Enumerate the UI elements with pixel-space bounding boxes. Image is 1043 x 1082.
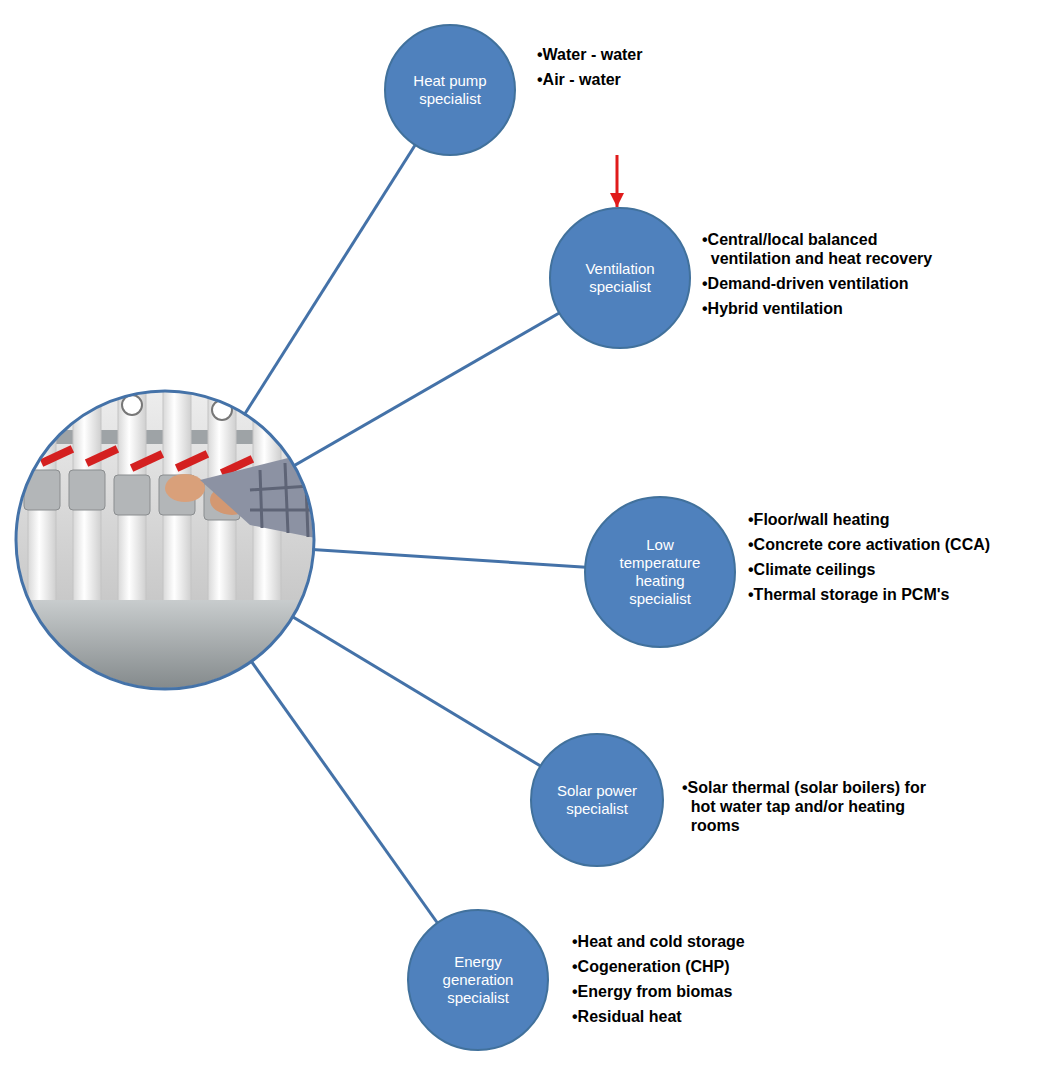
bullet-item: •Hybrid ventilation (702, 299, 947, 318)
bullet-item: •Residual heat (572, 1007, 832, 1026)
valve-handle (175, 450, 209, 472)
specialist-node: Low temperature heating specialist •Floor… (585, 497, 998, 647)
bullet-item: •Demand-driven ventilation (702, 274, 947, 293)
bullet-item: •Air - water (537, 70, 737, 89)
circle-label-wrap: Solar power specialist (531, 734, 663, 866)
specialist-node: Ventilation specialist •Central/local bal… (550, 208, 947, 348)
circle-label-wrap: Low temperature heating specialist (585, 497, 735, 647)
hand (165, 474, 205, 502)
specialist-title: Low temperature heating specialist (610, 536, 710, 608)
circle-label-wrap: Energy generation specialist (408, 910, 548, 1050)
bullet-item: •Climate ceilings (748, 560, 998, 579)
valve-body (114, 475, 150, 515)
specialist-title: Ventilation specialist (570, 260, 670, 296)
circle-label-wrap: Ventilation specialist (550, 208, 690, 348)
bullet-item: •Floor/wall heating (748, 510, 998, 529)
bullet-list: •Solar thermal (solar boilers) for hot w… (682, 778, 927, 841)
specialist-title: Heat pump specialist (400, 72, 500, 108)
photo-ring (16, 391, 314, 689)
gauge (32, 400, 52, 420)
specialist-circle (408, 910, 548, 1050)
specialist-node: Heat pump specialist •Water - water •Air -… (385, 25, 737, 155)
bullet-list: •Central/local balanced ventilation and … (702, 230, 947, 324)
specialist-circle (585, 497, 735, 647)
valve-handle (40, 445, 74, 467)
specialist-circle (531, 734, 663, 866)
tank (10, 600, 320, 695)
plumbing-photo (10, 385, 325, 695)
specialist-node: Energy generation specialist •Heat and co… (408, 910, 832, 1050)
specialist-title: Solar power specialist (551, 782, 643, 818)
bullet-list: •Water - water •Air - water (537, 45, 737, 95)
valve-handle (130, 450, 164, 472)
specialist-circle (385, 25, 515, 155)
bullet-list: •Floor/wall heating •Concrete core activa… (748, 510, 998, 610)
valve-body (69, 470, 105, 510)
photo-ground (10, 385, 320, 695)
specialist-node: Solar power specialist •Solar thermal (so… (531, 734, 927, 866)
bullet-item: •Energy from biomas (572, 982, 832, 1001)
bullet-item: •Concrete core activation (CCA) (748, 535, 998, 554)
bullet-item: •Solar thermal (solar boilers) for hot w… (682, 778, 927, 835)
specialist-title: Energy generation specialist (428, 953, 528, 1007)
bullet-list: •Heat and cold storage •Cogeneration (CHP… (572, 932, 832, 1032)
specialist-circle (550, 208, 690, 348)
bullet-item: •Heat and cold storage (572, 932, 832, 951)
circle-label-wrap: Heat pump specialist (385, 25, 515, 155)
bullet-item: •Water - water (537, 45, 737, 64)
bullet-item: •Thermal storage in PCM's (748, 585, 998, 604)
bullet-item: •Central/local balanced ventilation and … (702, 230, 947, 268)
bullet-item: •Cogeneration (CHP) (572, 957, 832, 976)
valve-handle (85, 445, 119, 467)
red-arrow (616, 155, 619, 207)
